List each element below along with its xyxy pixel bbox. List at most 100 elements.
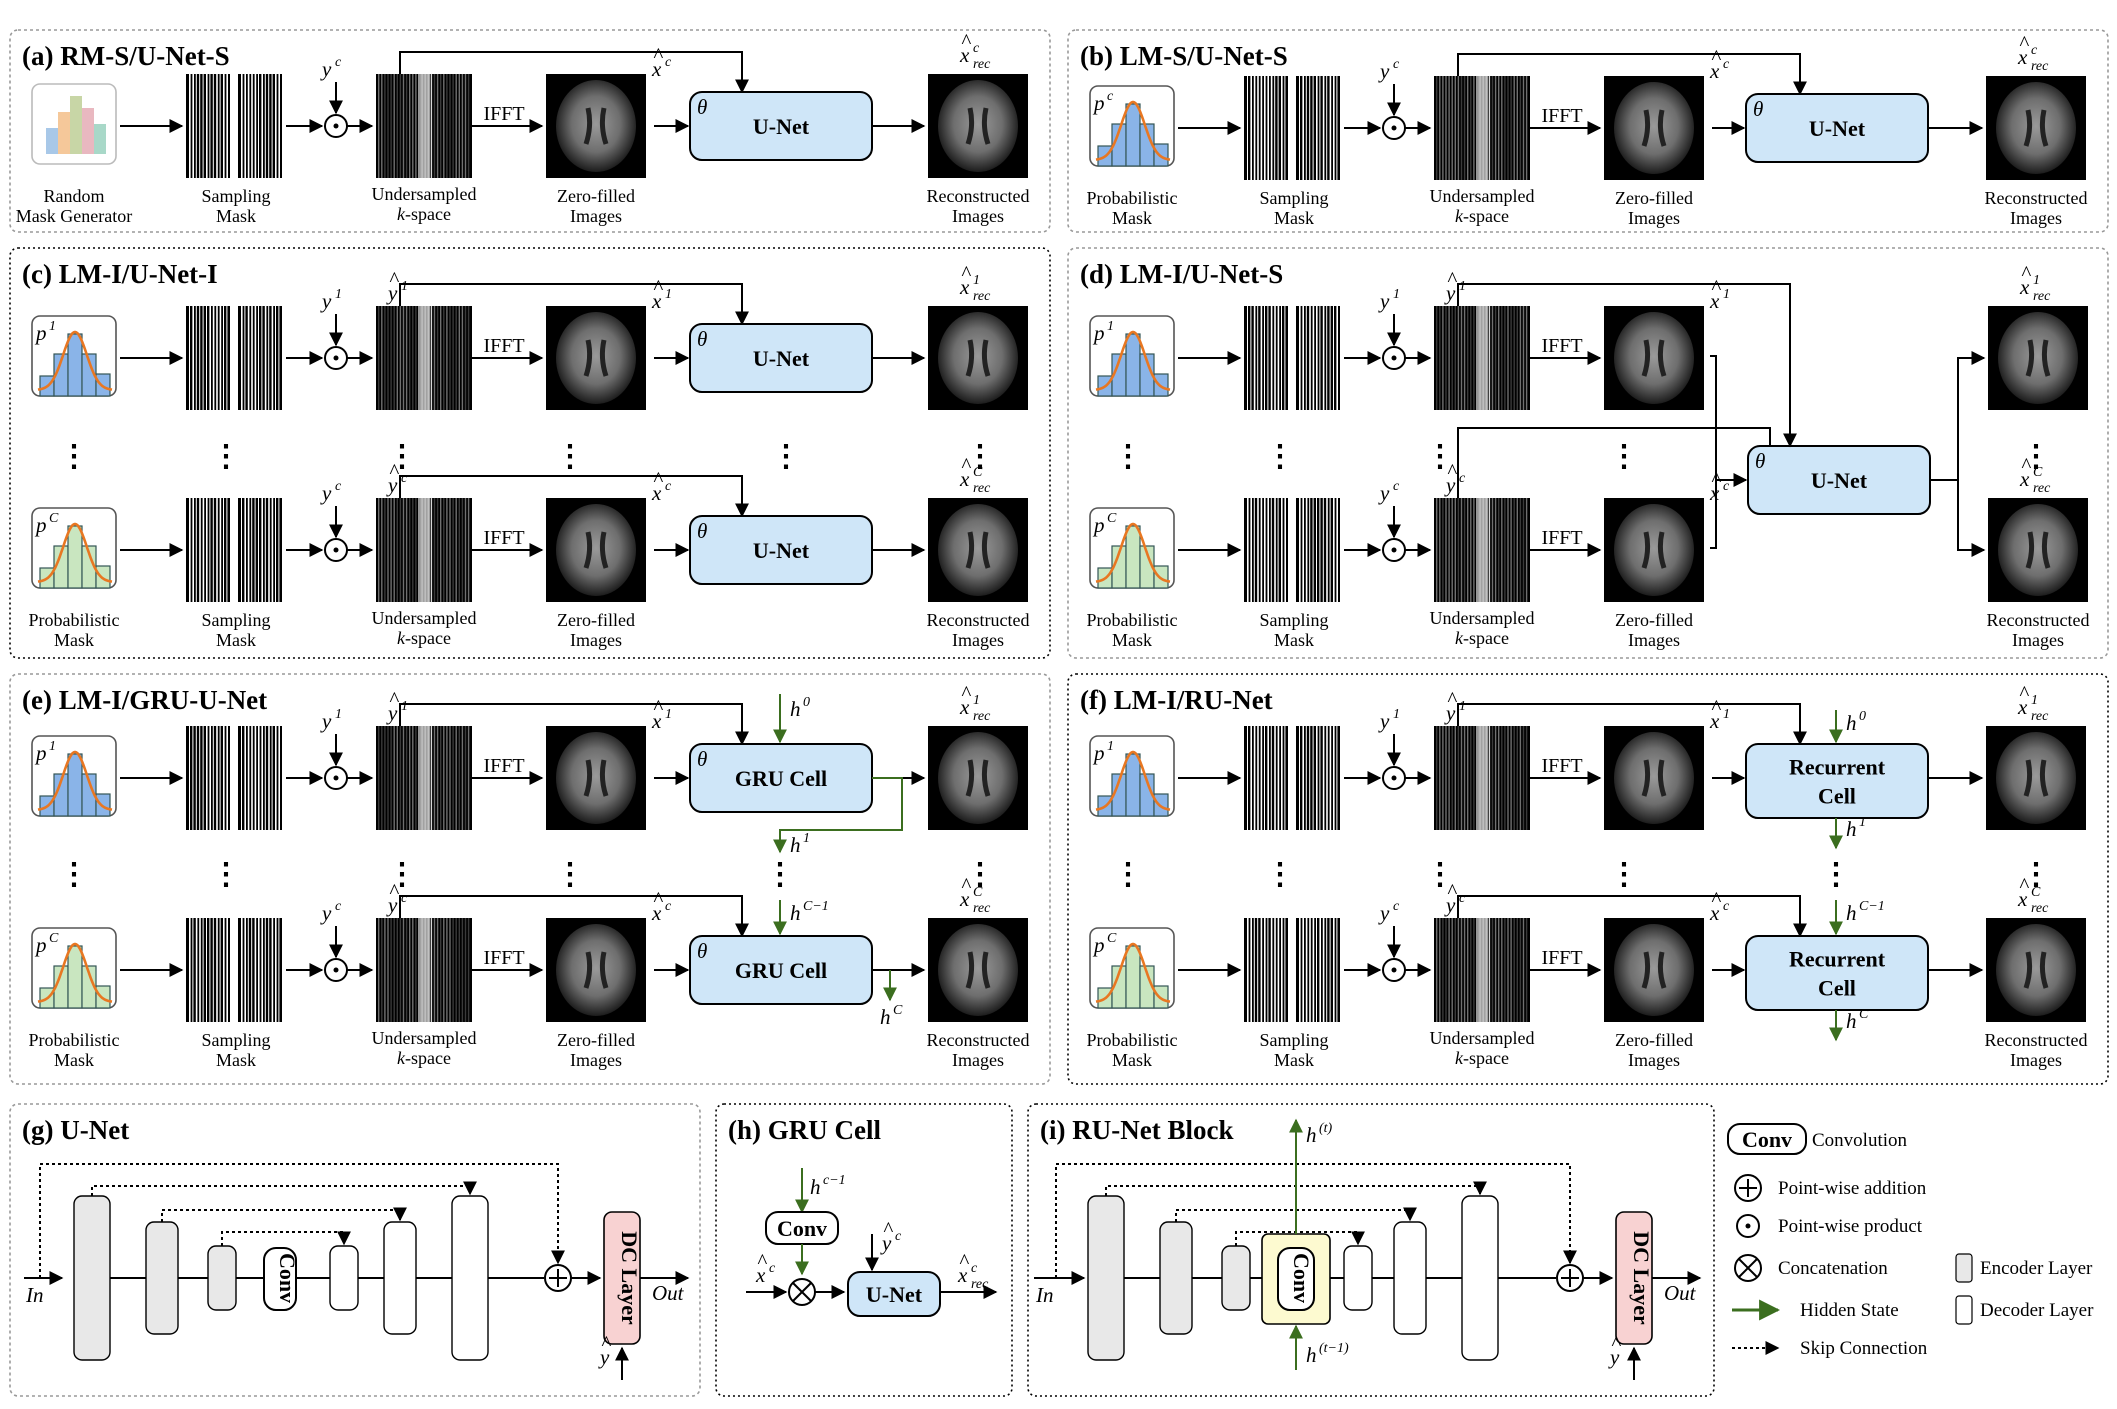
skip-connection-2 (1175, 1207, 1417, 1222)
pointwise-product-icon (324, 538, 348, 562)
reconstructed-image (1986, 918, 2086, 1022)
kspace-line (381, 74, 383, 178)
mask-line (254, 918, 257, 1022)
unet-box-c-label: U-Net (753, 538, 810, 563)
math-base: x (1709, 709, 1720, 733)
ifft-label: IFFT (483, 103, 524, 125)
kspace-line (1442, 76, 1444, 180)
sup: C (49, 511, 59, 526)
mask-line (199, 726, 201, 830)
skip-arrow (1457, 53, 1807, 96)
math-base: y (880, 1231, 892, 1255)
brain-tissue (1614, 312, 1694, 404)
hat: ^ (1447, 879, 1458, 903)
ellipsis-dots: ⋮ (387, 440, 417, 473)
mask-line (202, 306, 204, 410)
sup: 0 (803, 695, 810, 710)
mask-line (264, 726, 266, 830)
k-letter: k (1455, 206, 1464, 226)
kspace-line (1470, 306, 1472, 410)
xhat-label: x^c (651, 467, 672, 505)
recurrent-cell-1-label: Cell (1818, 784, 1856, 809)
mask-line (278, 498, 280, 602)
mask-line (1274, 726, 1276, 830)
theta-label: θ (697, 519, 707, 543)
hist-bar (1125, 333, 1141, 397)
space-word: -space (405, 204, 451, 224)
reconstructed-caption-line: Reconstructed (927, 1030, 1030, 1050)
mask-line (216, 74, 218, 178)
kspace-caption-line: Undersampled (372, 1028, 477, 1048)
kspace-line (1507, 498, 1509, 602)
mask-line (223, 726, 225, 830)
panel-f-title: (f) LM-I/RU-Net (1080, 685, 1273, 715)
mask-line (1277, 498, 1279, 602)
kspace-line (1451, 498, 1453, 602)
mask-line (206, 498, 208, 602)
brain-tissue (1998, 312, 2078, 404)
mask-line (241, 74, 243, 178)
kspace-line (1451, 76, 1453, 180)
mask-line (1267, 726, 1269, 830)
kspace-line (1491, 76, 1494, 180)
math-base: h (810, 1175, 821, 1199)
hat: ^ (2019, 681, 2030, 705)
mask-line (1260, 726, 1263, 830)
sampling-caption-line: Sampling (1259, 188, 1328, 208)
mask-line (1329, 76, 1332, 180)
brain-ventricles (2023, 109, 2049, 147)
sup: 1 (803, 831, 810, 846)
undersampled-kspace (1434, 918, 1530, 1022)
mask-line (209, 498, 211, 602)
mask-line (212, 918, 214, 1022)
kspace-line (415, 306, 417, 410)
mask-line (1274, 918, 1276, 1022)
mask-line (199, 74, 201, 178)
kspace-line (1498, 498, 1500, 602)
brain-tissue (556, 312, 636, 404)
kspace-line (467, 74, 470, 178)
panel-e: (e) LM-I/GRU-U-Net (9, 673, 1051, 1085)
kspace-line (378, 498, 380, 602)
mask-line (1322, 306, 1325, 410)
kspace-line (1454, 306, 1456, 410)
pointwise-product-icon (1736, 1214, 1760, 1238)
mask-line (247, 498, 250, 602)
sampling-caption-line: Sampling (201, 186, 270, 206)
kspace-line (1445, 918, 1447, 1022)
sup: 1 (665, 707, 672, 722)
ellipsis-dots: ⋮ (211, 440, 241, 473)
hat: ^ (1711, 695, 1722, 719)
recurrent-cell-c-label: Recurrent (1789, 947, 1886, 972)
reconstructed-caption-line: Reconstructed (1985, 188, 2088, 208)
kspace-line (378, 306, 380, 410)
probabilistic-mask (31, 315, 117, 397)
skip-arrow (399, 475, 749, 518)
mask-line (1250, 76, 1252, 180)
mask-line (261, 74, 263, 178)
ellipsis-dots: ⋮ (2021, 440, 2051, 473)
conv-box-h: Conv (765, 1211, 839, 1245)
legend-skip-text: Skip Connection (1800, 1338, 1928, 1359)
skip-arrow (1457, 703, 1807, 746)
kspace-line (418, 498, 420, 602)
sub: rec (973, 901, 991, 916)
kspace-line (384, 306, 386, 410)
reconstructed-caption-line: Reconstructed (927, 186, 1030, 206)
mask-line (261, 918, 263, 1022)
mask-line (254, 74, 257, 178)
hat: ^ (2021, 453, 2032, 477)
kspace-line (446, 498, 448, 602)
kspace-line (443, 306, 445, 410)
math-base: x (2019, 275, 2030, 299)
kspace-line (1501, 498, 1503, 602)
kspace-line (1460, 76, 1463, 180)
mask-line (199, 306, 201, 410)
mask-line (1333, 726, 1335, 830)
mask-line (244, 74, 246, 178)
